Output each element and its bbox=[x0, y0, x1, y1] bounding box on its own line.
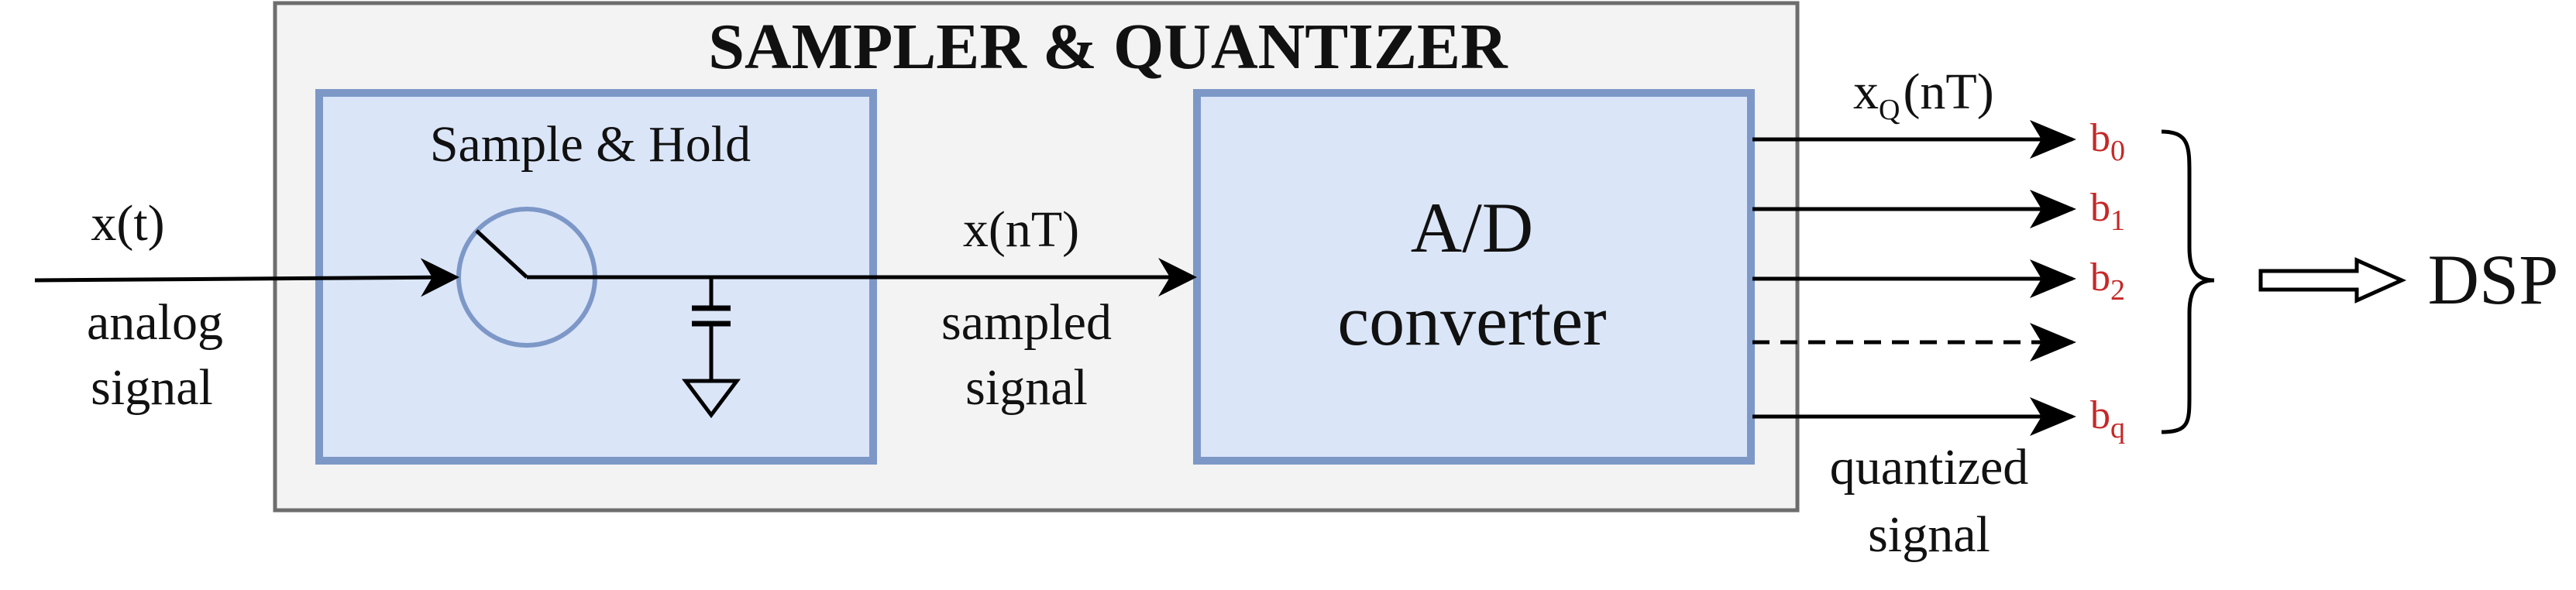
adc-label-line2: converter bbox=[1337, 281, 1606, 360]
to-dsp-arrow-icon bbox=[2258, 257, 2407, 304]
adc-label-line1: A/D bbox=[1411, 188, 1533, 267]
sample-hold-label: Sample & Hold bbox=[430, 116, 751, 173]
input-signal-arrow bbox=[34, 258, 459, 297]
bit-label-b0: b0 bbox=[2090, 116, 2125, 167]
sampled-signal-label: x(nT) bbox=[963, 201, 1079, 258]
output-desc-line1: quantized bbox=[1830, 439, 2029, 496]
hold-capacitor-icon bbox=[692, 277, 731, 381]
bit-label-b2: b2 bbox=[2090, 256, 2125, 307]
input-signal-label: x(t) bbox=[91, 195, 164, 252]
input-desc-line2: signal bbox=[91, 359, 213, 416]
bits-brace bbox=[2161, 129, 2215, 434]
sampled-desc-line2: signal bbox=[965, 359, 1088, 416]
output-desc-line2: signal bbox=[1868, 506, 1990, 563]
output-signal-label: xQ(nT) bbox=[1853, 63, 1994, 126]
ground-icon bbox=[682, 379, 741, 419]
sampling-switch-blade bbox=[475, 229, 528, 279]
dsp-label: DSP bbox=[2428, 240, 2559, 319]
system-title: SAMPLER & QUANTIZER bbox=[708, 11, 1508, 83]
bit-label-bq: bq bbox=[2090, 393, 2125, 444]
input-desc-line1: analog bbox=[87, 294, 223, 351]
adc-block bbox=[1193, 89, 1755, 465]
sampled-desc-line1: sampled bbox=[941, 294, 1112, 351]
bit-label-b1: b1 bbox=[2090, 186, 2125, 237]
